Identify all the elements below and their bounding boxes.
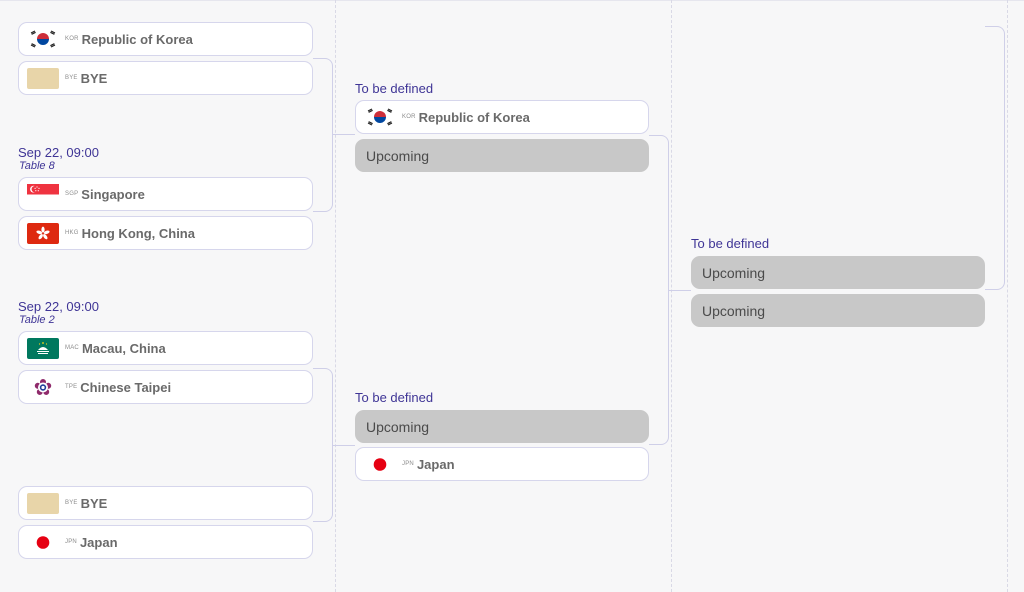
team-code: BYE	[65, 500, 78, 506]
team-code: KOR	[402, 114, 416, 120]
team-name: Macau, China	[81, 340, 166, 356]
column-divider	[671, 0, 672, 592]
singapore-flag-icon	[27, 183, 59, 205]
upcoming-label: Upcoming	[366, 418, 430, 435]
team-name: BYE	[80, 70, 108, 86]
match-table: Table 2	[19, 314, 55, 326]
bracket-slot-macau[interactable]: MAC Macau, China	[18, 331, 313, 365]
bye-placeholder-icon	[27, 67, 59, 89]
team-code: BYE	[65, 75, 78, 81]
team-name: Republic of Korea	[81, 31, 193, 47]
macau-flag-icon	[27, 337, 59, 359]
bye-placeholder-icon	[27, 492, 59, 514]
bracket-connector	[649, 135, 669, 445]
bracket-connector	[313, 368, 333, 522]
team-code: JPN	[65, 539, 77, 545]
bracket-slot-japan[interactable]: JPN Japan	[355, 447, 649, 481]
bracket-slot-upcoming[interactable]: Upcoming	[691, 294, 985, 327]
bracket-slot-korea[interactable]: KOR Republic of Korea	[355, 100, 649, 134]
bracket-slot-bye[interactable]: BYE BYE	[18, 61, 313, 95]
match-title: To be defined	[691, 236, 770, 251]
upcoming-label: Upcoming	[702, 302, 766, 319]
bracket-slot-korea[interactable]: KOR Republic of Korea	[18, 22, 313, 56]
upcoming-label: Upcoming	[366, 147, 430, 164]
bracket-slot-chinese-taipei[interactable]: TPE Chinese Taipei	[18, 370, 313, 404]
bracket-slot-upcoming[interactable]: Upcoming	[691, 256, 985, 289]
team-name: Chinese Taipei	[80, 379, 172, 395]
match-table: Table 8	[19, 160, 55, 172]
match-date: Sep 22, 09:00	[18, 145, 99, 160]
bracket-slot-japan[interactable]: JPN Japan	[18, 525, 313, 559]
team-code: TPE	[65, 384, 78, 390]
bracket-connector	[985, 26, 1005, 290]
team-code: JPN	[402, 461, 414, 467]
team-name: Singapore	[81, 186, 145, 202]
team-code: MAC	[65, 345, 79, 351]
team-name: Japan	[79, 534, 118, 550]
team-name: BYE	[80, 495, 108, 511]
match-date: Sep 22, 09:00	[18, 299, 99, 314]
team-code: HKG	[65, 230, 79, 236]
column-divider	[335, 0, 336, 592]
match-title: To be defined	[355, 81, 434, 96]
korea-flag-icon	[364, 107, 396, 128]
team-name: Japan	[416, 456, 455, 472]
bracket-connector	[333, 445, 355, 446]
column-divider	[1007, 0, 1008, 592]
bracket-slot-bye[interactable]: BYE BYE	[18, 486, 313, 520]
bracket-slot-hong-kong[interactable]: HKG Hong Kong, China	[18, 216, 313, 250]
chinese-taipei-flag-icon	[27, 377, 59, 398]
bracket-slot-singapore[interactable]: SGP Singapore	[18, 177, 313, 211]
match-title: To be defined	[355, 390, 434, 405]
team-name: Hong Kong, China	[81, 225, 195, 241]
upcoming-label: Upcoming	[702, 264, 766, 281]
japan-flag-icon	[27, 531, 59, 553]
hong-kong-flag-icon	[27, 222, 59, 244]
top-border	[0, 0, 1024, 1]
bracket-slot-upcoming[interactable]: Upcoming	[355, 410, 649, 443]
korea-flag-icon	[27, 29, 59, 50]
bracket-connector	[313, 58, 333, 212]
japan-flag-icon	[364, 453, 396, 475]
bracket-slot-upcoming[interactable]: Upcoming	[355, 139, 649, 172]
team-name: Republic of Korea	[418, 109, 530, 125]
team-code: KOR	[65, 36, 79, 42]
bracket-connector	[669, 290, 691, 291]
bracket-connector	[333, 134, 355, 135]
team-code: SGP	[65, 191, 79, 197]
